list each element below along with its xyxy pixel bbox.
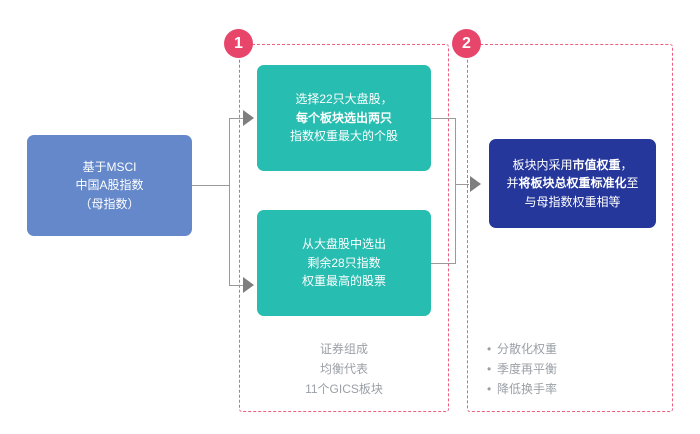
weighting-line-3: 与母指数权重相等: [524, 194, 621, 209]
select-22-line-2: 每个板块选出两只: [290, 109, 398, 128]
stage-badge-2: 2: [452, 29, 481, 58]
stage-1-caption-line-2: 均衡代表: [319, 361, 368, 376]
bullet-icon: •: [487, 342, 492, 356]
arrow-right-icon: [243, 110, 254, 126]
arrow-right-icon: [243, 277, 254, 293]
connector-to-select-22: [229, 118, 249, 119]
parent-index-line-2: 中国A股指数: [75, 178, 144, 193]
node-sector-weighting: 板块内采用市值权重， 并将板块总权重标准化至 与母指数权重相等: [489, 139, 656, 228]
stage-1-caption-line-1: 证券组成: [319, 342, 368, 356]
select-28-line-1: 从大盘股中选出: [301, 237, 386, 252]
stage-2-bullet-2: • 季度再平衡: [487, 360, 667, 380]
weighting-line-1-suffix: ，: [620, 157, 633, 172]
connector-split-bar: [229, 118, 230, 286]
weighting-line-2-prefix: 并: [506, 176, 519, 191]
node-select-22-large-caps: 选择22只大盘股， 每个板块选出两只 指数权重最大的个股: [257, 65, 431, 171]
parent-index-line-3: （母指数）: [79, 196, 140, 211]
node-parent-index: 基于MSCI 中国A股指数 （母指数）: [27, 135, 192, 236]
stage-2-bullet-2-label: 季度再平衡: [497, 361, 558, 376]
stage-1-frame: [239, 44, 449, 412]
node-select-28-remaining: 从大盘股中选出 剩余28只指数 权重最高的股票: [257, 210, 431, 316]
select-22-line-3: 指数权重最大的个股: [289, 129, 398, 144]
connector-to-select-28: [229, 285, 249, 286]
stage-badge-1: 1: [224, 29, 253, 58]
stage-1-caption: 证券组成 均衡代表 11个GICS板块: [239, 340, 449, 399]
stage-2-bullet-1: • 分散化权重: [487, 340, 667, 360]
stage-2-bullet-3: • 降低换手率: [487, 380, 667, 400]
connector-from-select-28: [431, 263, 456, 264]
arrow-right-icon: [470, 176, 481, 192]
stage-2-caption: • 分散化权重 • 季度再平衡 • 降低换手率: [487, 340, 667, 399]
stage-2-bullet-3-label: 降低换手率: [497, 381, 558, 396]
bullet-icon: •: [487, 381, 492, 396]
stage-2-frame: [467, 44, 673, 412]
connector-merge-out: [455, 184, 469, 185]
connector-from-select-22: [431, 118, 456, 119]
select-28-line-3: 权重最高的股票: [301, 274, 386, 289]
select-22-line-1: 选择22只大盘股，: [295, 92, 393, 107]
bullet-icon: •: [487, 361, 492, 376]
stage-2-bullet-1-label: 分散化权重: [497, 342, 558, 356]
weighting-line-2: 并将板块总权重标准化至: [506, 174, 638, 193]
weighting-line-2-bold: 将板块总权重标准化: [518, 176, 627, 191]
weighting-line-1-prefix: 板块内采用: [512, 157, 573, 172]
parent-index-line-1: 基于MSCI: [82, 159, 137, 174]
select-22-line-2-bold: 每个板块选出两只: [295, 110, 392, 125]
weighting-line-1-bold: 市值权重: [572, 157, 621, 172]
weighting-line-2-suffix: 至: [626, 176, 639, 191]
stage-1-caption-line-3: 11个GICS板块: [305, 381, 383, 396]
connector-parent-out: [192, 185, 230, 186]
select-28-line-2: 剩余28只指数: [307, 255, 381, 270]
connector-merge-bar: [455, 118, 456, 264]
weighting-line-1: 板块内采用市值权重，: [506, 156, 638, 175]
